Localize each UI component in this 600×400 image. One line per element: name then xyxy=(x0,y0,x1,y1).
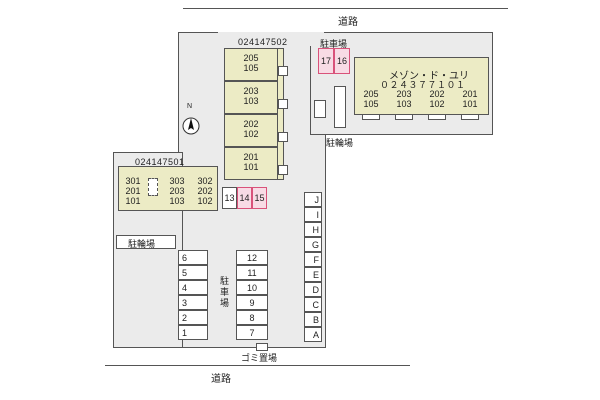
parking-space-3: 3 xyxy=(178,295,208,310)
parking-space-13: 13 xyxy=(222,187,237,209)
parking-space-i: I xyxy=(304,207,322,222)
parking-space-15: 15 xyxy=(252,187,267,209)
building-a-balcony xyxy=(278,66,288,76)
unit-label: 301 xyxy=(125,176,141,186)
parking-space-16: 16 xyxy=(334,48,350,74)
bottom-road-line xyxy=(105,365,410,366)
unit-lower: 103 xyxy=(396,99,412,109)
unit-lower: 105 xyxy=(363,99,379,109)
parking-space-11: 11 xyxy=(236,265,268,280)
parking-space-a: A xyxy=(304,327,322,342)
unit-upper: 205 xyxy=(243,53,259,63)
parking-space-d: D xyxy=(304,282,322,297)
bottom-road-label: 道路 xyxy=(211,374,231,385)
building-c-id: ０２４３７７１０１ xyxy=(380,80,466,90)
parking-space-4: 4 xyxy=(178,280,208,295)
parking-space-b: B xyxy=(304,312,322,327)
unit-label: 203 xyxy=(169,186,185,196)
building-a-id: 024147502 xyxy=(238,37,288,47)
building-a-unit-4: 201 101 xyxy=(224,147,278,180)
unit-label: 202 xyxy=(197,186,213,196)
garbage-box xyxy=(256,343,268,351)
unit-label: 201 xyxy=(125,186,141,196)
building-a-unit-1: 205 105 xyxy=(224,48,278,81)
building-c-balcony xyxy=(428,114,446,120)
unit-upper: 201 xyxy=(243,152,259,162)
parking-space-e: E xyxy=(304,267,322,282)
parking-space-5: 5 xyxy=(178,265,208,280)
parking-space-6: 6 xyxy=(178,250,208,265)
unit-label: 102 xyxy=(197,196,213,206)
building-a-unit-3: 202 102 xyxy=(224,114,278,147)
building-c-balcony xyxy=(362,114,380,120)
top-road-line xyxy=(183,8,508,9)
building-c xyxy=(354,57,489,115)
building-b-stair xyxy=(148,178,158,196)
building-a-unit-2: 203 103 xyxy=(224,81,278,114)
unit-upper: 203 xyxy=(243,86,259,96)
parking-space-c: C xyxy=(304,297,322,312)
bicycle-rack-right-2 xyxy=(334,86,346,128)
building-c-unit-4: 201 101 xyxy=(455,89,485,111)
unit-upper: 203 xyxy=(396,89,412,99)
unit-lower: 103 xyxy=(243,96,259,106)
building-b xyxy=(118,166,218,211)
unit-upper: 202 xyxy=(429,89,445,99)
top-road-label: 道路 xyxy=(338,17,358,28)
parking-space-1: 1 xyxy=(178,325,208,340)
parking-space-f: F xyxy=(304,252,322,267)
bicycle-left-label: 駐輪場 xyxy=(128,239,156,249)
building-a-balcony xyxy=(278,99,288,109)
unit-lower: 105 xyxy=(243,63,259,73)
building-c-name: メゾン・ド・ユリ xyxy=(389,71,469,82)
bicycle-rack-right-1 xyxy=(314,100,326,118)
compass-north-label: N xyxy=(187,103,193,110)
building-c-unit-2: 203 103 xyxy=(389,89,419,111)
parking-space-h: H xyxy=(304,222,322,237)
parking-space-8: 8 xyxy=(236,310,268,325)
bicycle-right-label: 駐輪場 xyxy=(326,138,354,148)
bicycle-left-box xyxy=(116,235,176,249)
compass xyxy=(181,108,201,138)
parking-space-9: 9 xyxy=(236,295,268,310)
parking-space-7: 7 xyxy=(236,325,268,340)
building-b-right-block: 302 202 102 xyxy=(193,174,217,208)
building-c-balcony xyxy=(395,114,413,120)
parking-space-g: G xyxy=(304,237,322,252)
building-b-id: 024147501 xyxy=(135,157,185,167)
building-a-balcony xyxy=(278,132,288,142)
parking-center-label: 駐車場 xyxy=(219,276,230,309)
unit-label: 103 xyxy=(169,196,185,206)
main-lot-top-strip xyxy=(218,32,324,46)
building-c-unit-3: 202 102 xyxy=(422,89,452,111)
building-b-mid-block: 303 203 103 xyxy=(162,174,192,208)
parking-space-j: J xyxy=(304,192,322,207)
parking-space-2: 2 xyxy=(178,310,208,325)
unit-lower: 102 xyxy=(429,99,445,109)
garbage-label: ゴミ置場 xyxy=(241,353,278,363)
parking-space-10: 10 xyxy=(236,280,268,295)
unit-upper: 201 xyxy=(462,89,478,99)
unit-lower: 102 xyxy=(243,129,259,139)
building-c-unit-1: 205 105 xyxy=(356,89,386,111)
unit-lower: 101 xyxy=(462,99,478,109)
unit-upper: 202 xyxy=(243,119,259,129)
unit-lower: 101 xyxy=(243,162,259,172)
parking-space-12: 12 xyxy=(236,250,268,265)
unit-label: 101 xyxy=(125,196,141,206)
parking-space-17: 17 xyxy=(318,48,334,74)
building-a-balcony xyxy=(278,165,288,175)
unit-upper: 205 xyxy=(363,89,379,99)
parking-space-14: 14 xyxy=(237,187,252,209)
building-b-left-block: 301 201 101 xyxy=(120,174,146,208)
building-c-balcony xyxy=(461,114,479,120)
parking-center-text: 駐車場 xyxy=(219,276,229,308)
unit-label: 303 xyxy=(169,176,185,186)
unit-label: 302 xyxy=(197,176,213,186)
parking-top-label: 駐車場 xyxy=(320,39,348,49)
